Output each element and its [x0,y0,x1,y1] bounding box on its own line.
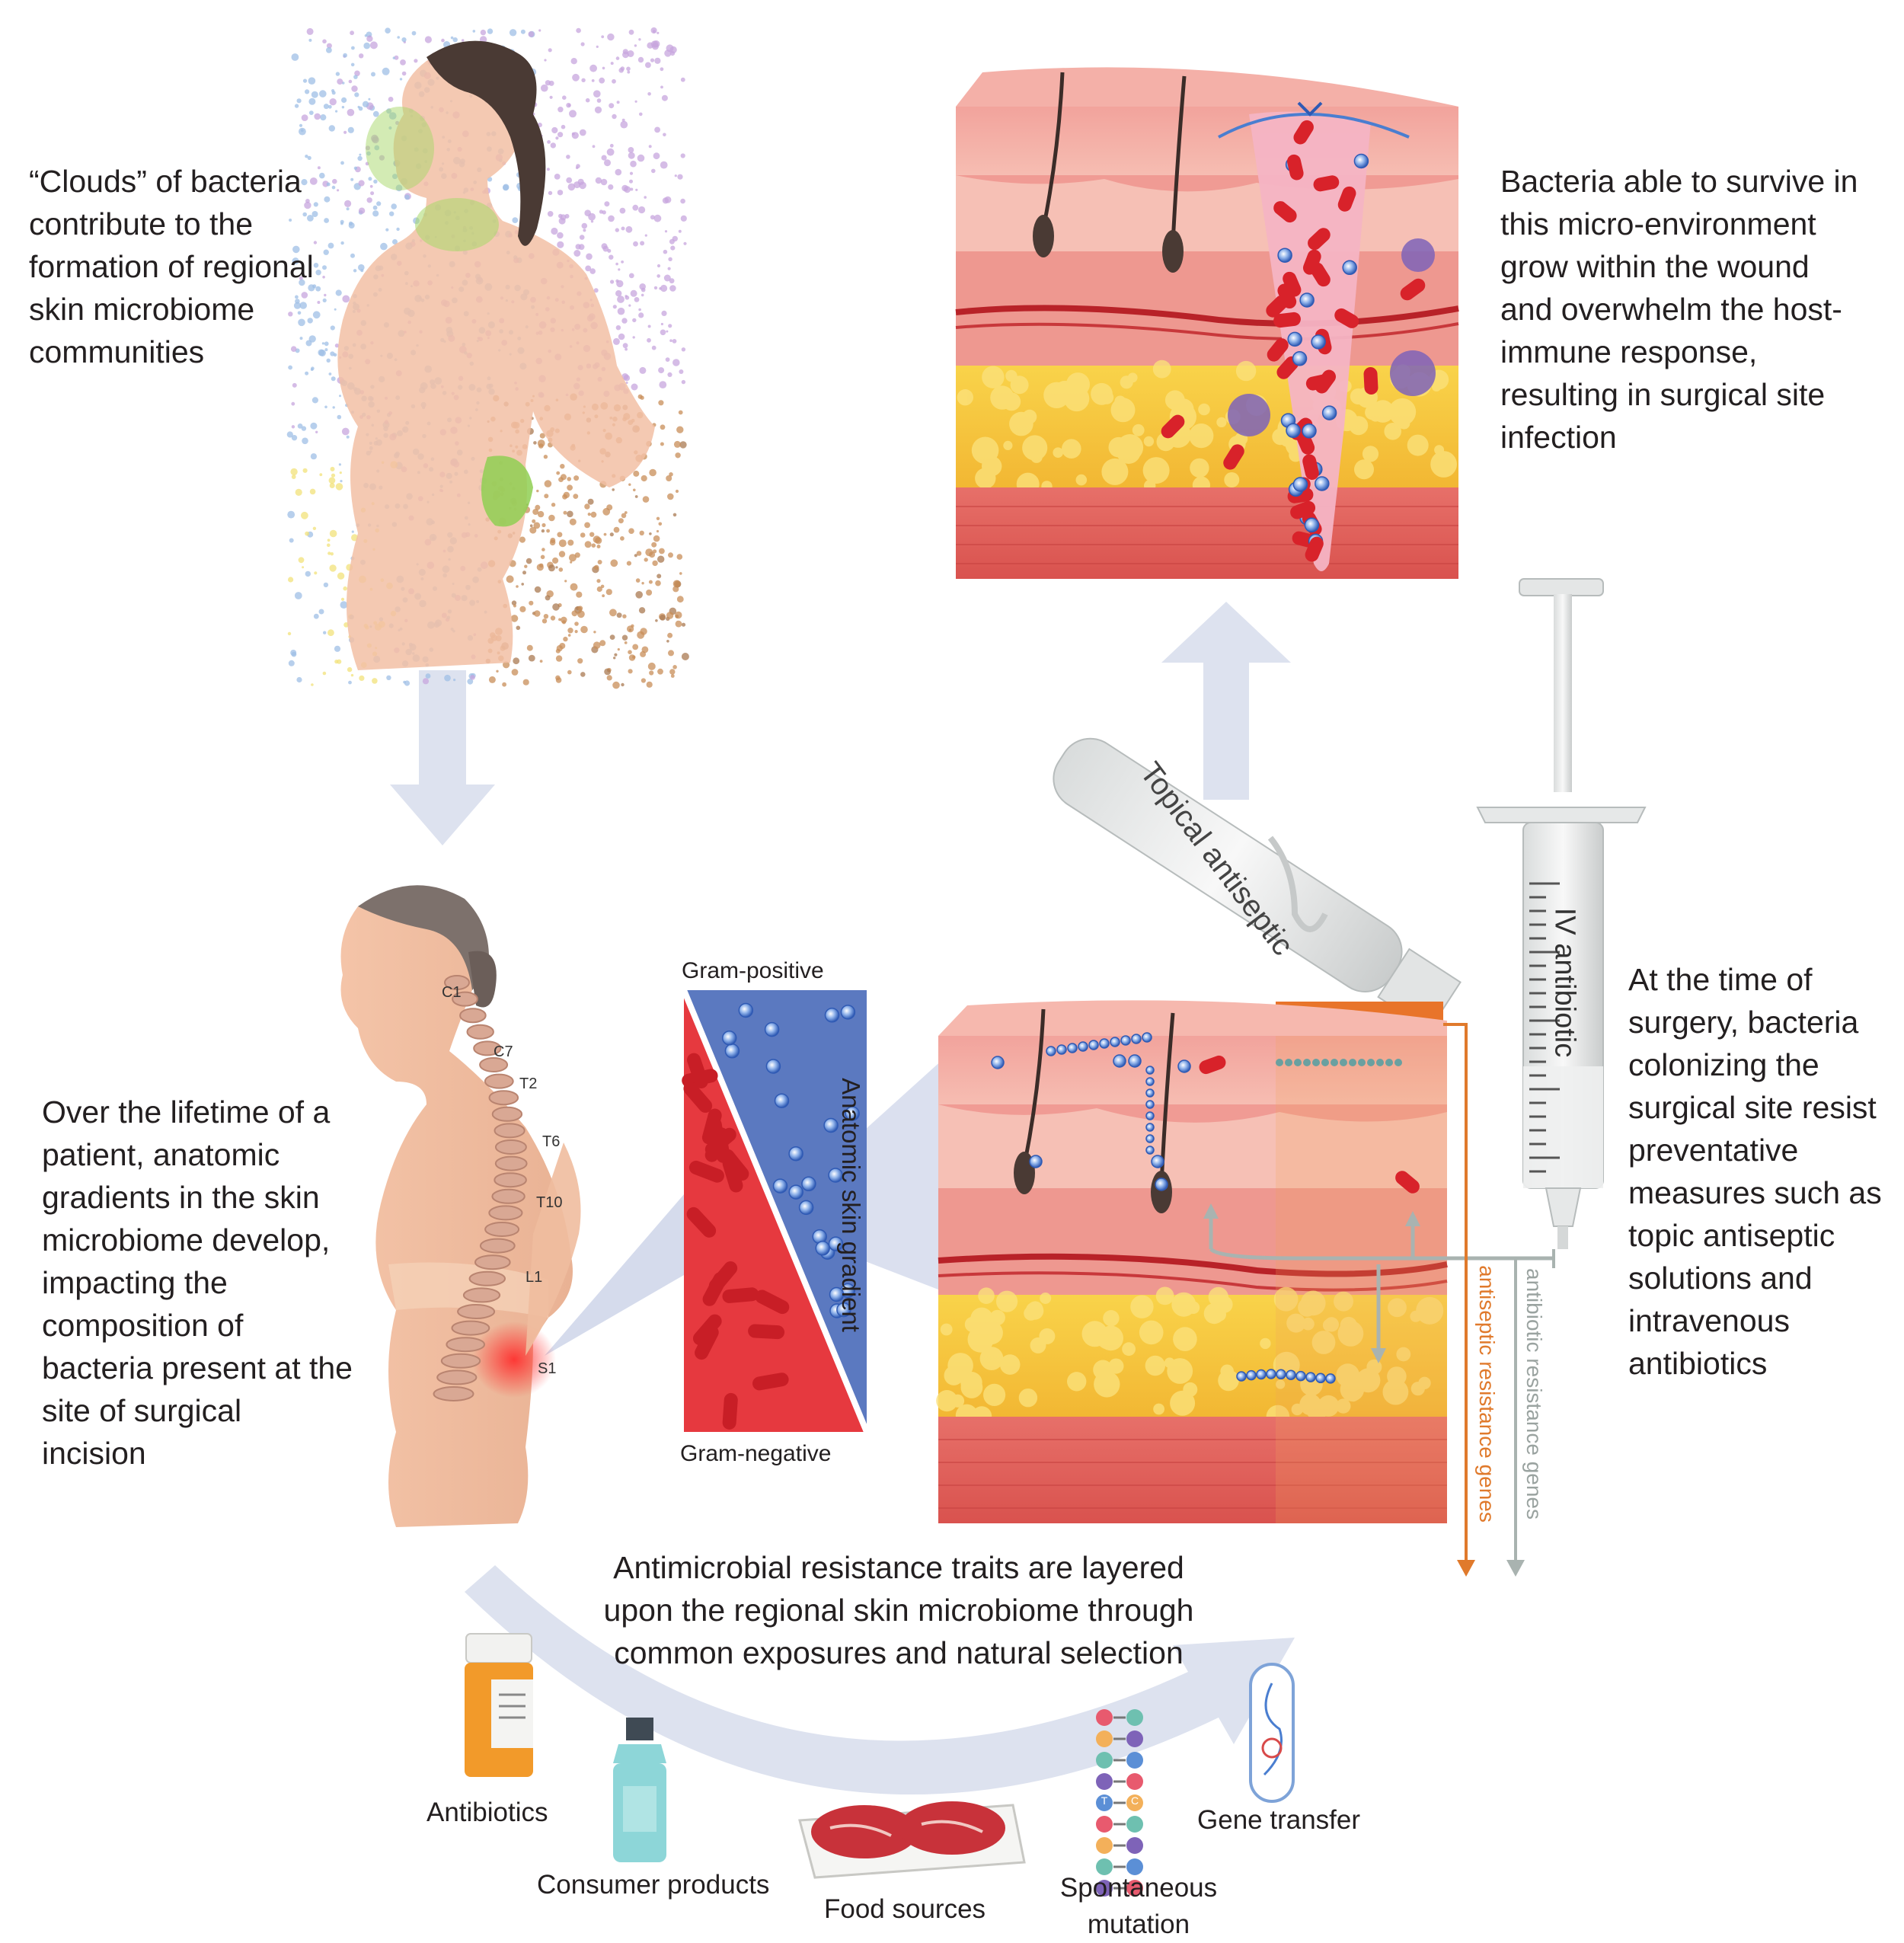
older-woman-spine [340,885,581,1527]
label-gram-positive: Gram-positive [682,958,824,983]
label-antiseptic-genes: antiseptic resistance genes [1475,1265,1499,1523]
spine-label-c1: C1 [442,984,462,1001]
spine-label-t10: T10 [536,1194,563,1211]
svg-text:T: T [1101,1794,1108,1807]
label-gene-transfer: Gene transfer [1197,1805,1360,1835]
caption-resistance: Antimicrobial resistance traits are laye… [603,1550,1194,1670]
label-iv-antibiotic: IV antibiotic [1548,907,1581,1058]
label-anatomic-gradient: Anatomic skin gradient [837,1078,865,1332]
label-food-sources: Food sources [824,1894,986,1924]
label-spontaneous-mutation: Spontaneous mutation [1059,1873,1218,1939]
spine-label-c7: C7 [494,1043,513,1060]
zoom-wedge-gradient [545,1188,689,1356]
meat-tray-icon [798,1801,1026,1879]
woman-bacteria-cloud [286,27,689,689]
label-consumer-products: Consumer products [537,1870,770,1900]
skin-block-surgery [936,1000,1554,1523]
label-antibiotics: Antibiotics [426,1798,548,1827]
spine-label-l1: L1 [526,1269,543,1286]
spine-label-s1: S1 [538,1360,557,1377]
arrow-up [1161,602,1291,800]
iv-syringe [1476,578,1647,1249]
pill-bottle-icon [465,1633,533,1777]
antibiotic-gene-line [1506,1249,1555,1577]
arrow-down [390,670,495,845]
caption-surgery: At the time of surgery, bacteria coloniz… [1628,962,1882,1381]
bacterium-plasmid-icon [1249,1663,1295,1803]
gradient-box [681,989,870,1433]
mouthwash-bottle-icon [613,1718,666,1862]
label-antibiotic-genes: antibiotic resistance genes [1522,1268,1546,1520]
antiseptic-gene-line [1443,1023,1475,1577]
label-gram-negative: Gram-negative [680,1441,832,1466]
caption-clouds: “Clouds” of bacteria contribute to the f… [29,164,314,369]
caption-lifetime: Over the lifetime of a patient, anatomic… [42,1095,353,1471]
svg-text:C: C [1131,1794,1139,1807]
skin-block-infection [955,67,1459,579]
caption-infection: Bacteria able to survive in this micro-e… [1500,164,1858,455]
arrow-curved [465,1565,1295,1795]
spine-label-t6: T6 [542,1133,561,1150]
spine-label-t2: T2 [519,1075,538,1092]
